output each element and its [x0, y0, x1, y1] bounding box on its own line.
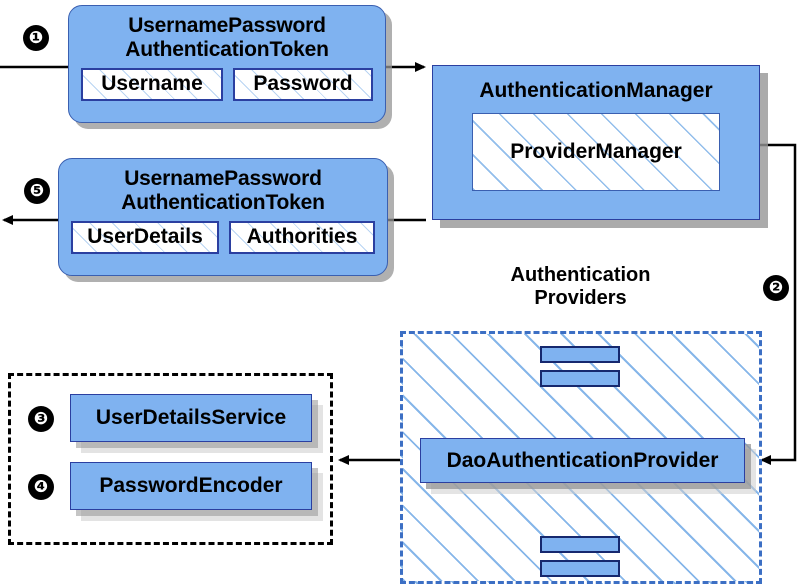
- authentication-manager-box[interactable]: AuthenticationManager ProviderManager: [432, 65, 760, 220]
- provider-manager-box[interactable]: ProviderManager: [472, 113, 720, 191]
- provider-stub-bar-top-1: [540, 346, 620, 363]
- request-token-title: UsernamePassword AuthenticationToken: [125, 14, 329, 61]
- response-token-title: UsernamePassword AuthenticationToken: [121, 167, 325, 214]
- response-token-card[interactable]: UsernamePassword AuthenticationToken Use…: [58, 158, 388, 276]
- badge-step-1: ❶: [23, 25, 49, 51]
- field-password: Password: [233, 68, 373, 101]
- line-manager-to-provider: [760, 143, 797, 465]
- user-details-service-box[interactable]: UserDetailsService: [70, 394, 312, 442]
- badge-step-3: ❸: [28, 406, 54, 432]
- authentication-manager-title: AuthenticationManager: [479, 79, 713, 102]
- response-token-fields: UserDetails Authorities: [71, 221, 375, 254]
- provider-stub-bar-top-2: [540, 370, 620, 387]
- badge-step-2: ❷: [763, 275, 789, 301]
- provider-stub-bar-bottom-2: [540, 560, 620, 577]
- field-userdetails: UserDetails: [71, 221, 219, 254]
- password-encoder-box[interactable]: PasswordEncoder: [70, 462, 312, 510]
- badge-step-5: ❺: [24, 178, 50, 204]
- field-authorities: Authorities: [229, 221, 375, 254]
- badge-step-4: ❹: [28, 474, 54, 500]
- dao-authentication-provider-box[interactable]: DaoAuthenticationProvider: [420, 438, 745, 483]
- support-beans-container: [8, 373, 333, 545]
- request-token-card[interactable]: UsernamePassword AuthenticationToken Use…: [68, 5, 386, 123]
- authentication-providers-caption: Authentication Providers: [510, 264, 651, 309]
- provider-stub-bar-bottom-1: [540, 536, 620, 553]
- request-token-fields: Username Password: [81, 68, 373, 101]
- field-username: Username: [81, 68, 223, 101]
